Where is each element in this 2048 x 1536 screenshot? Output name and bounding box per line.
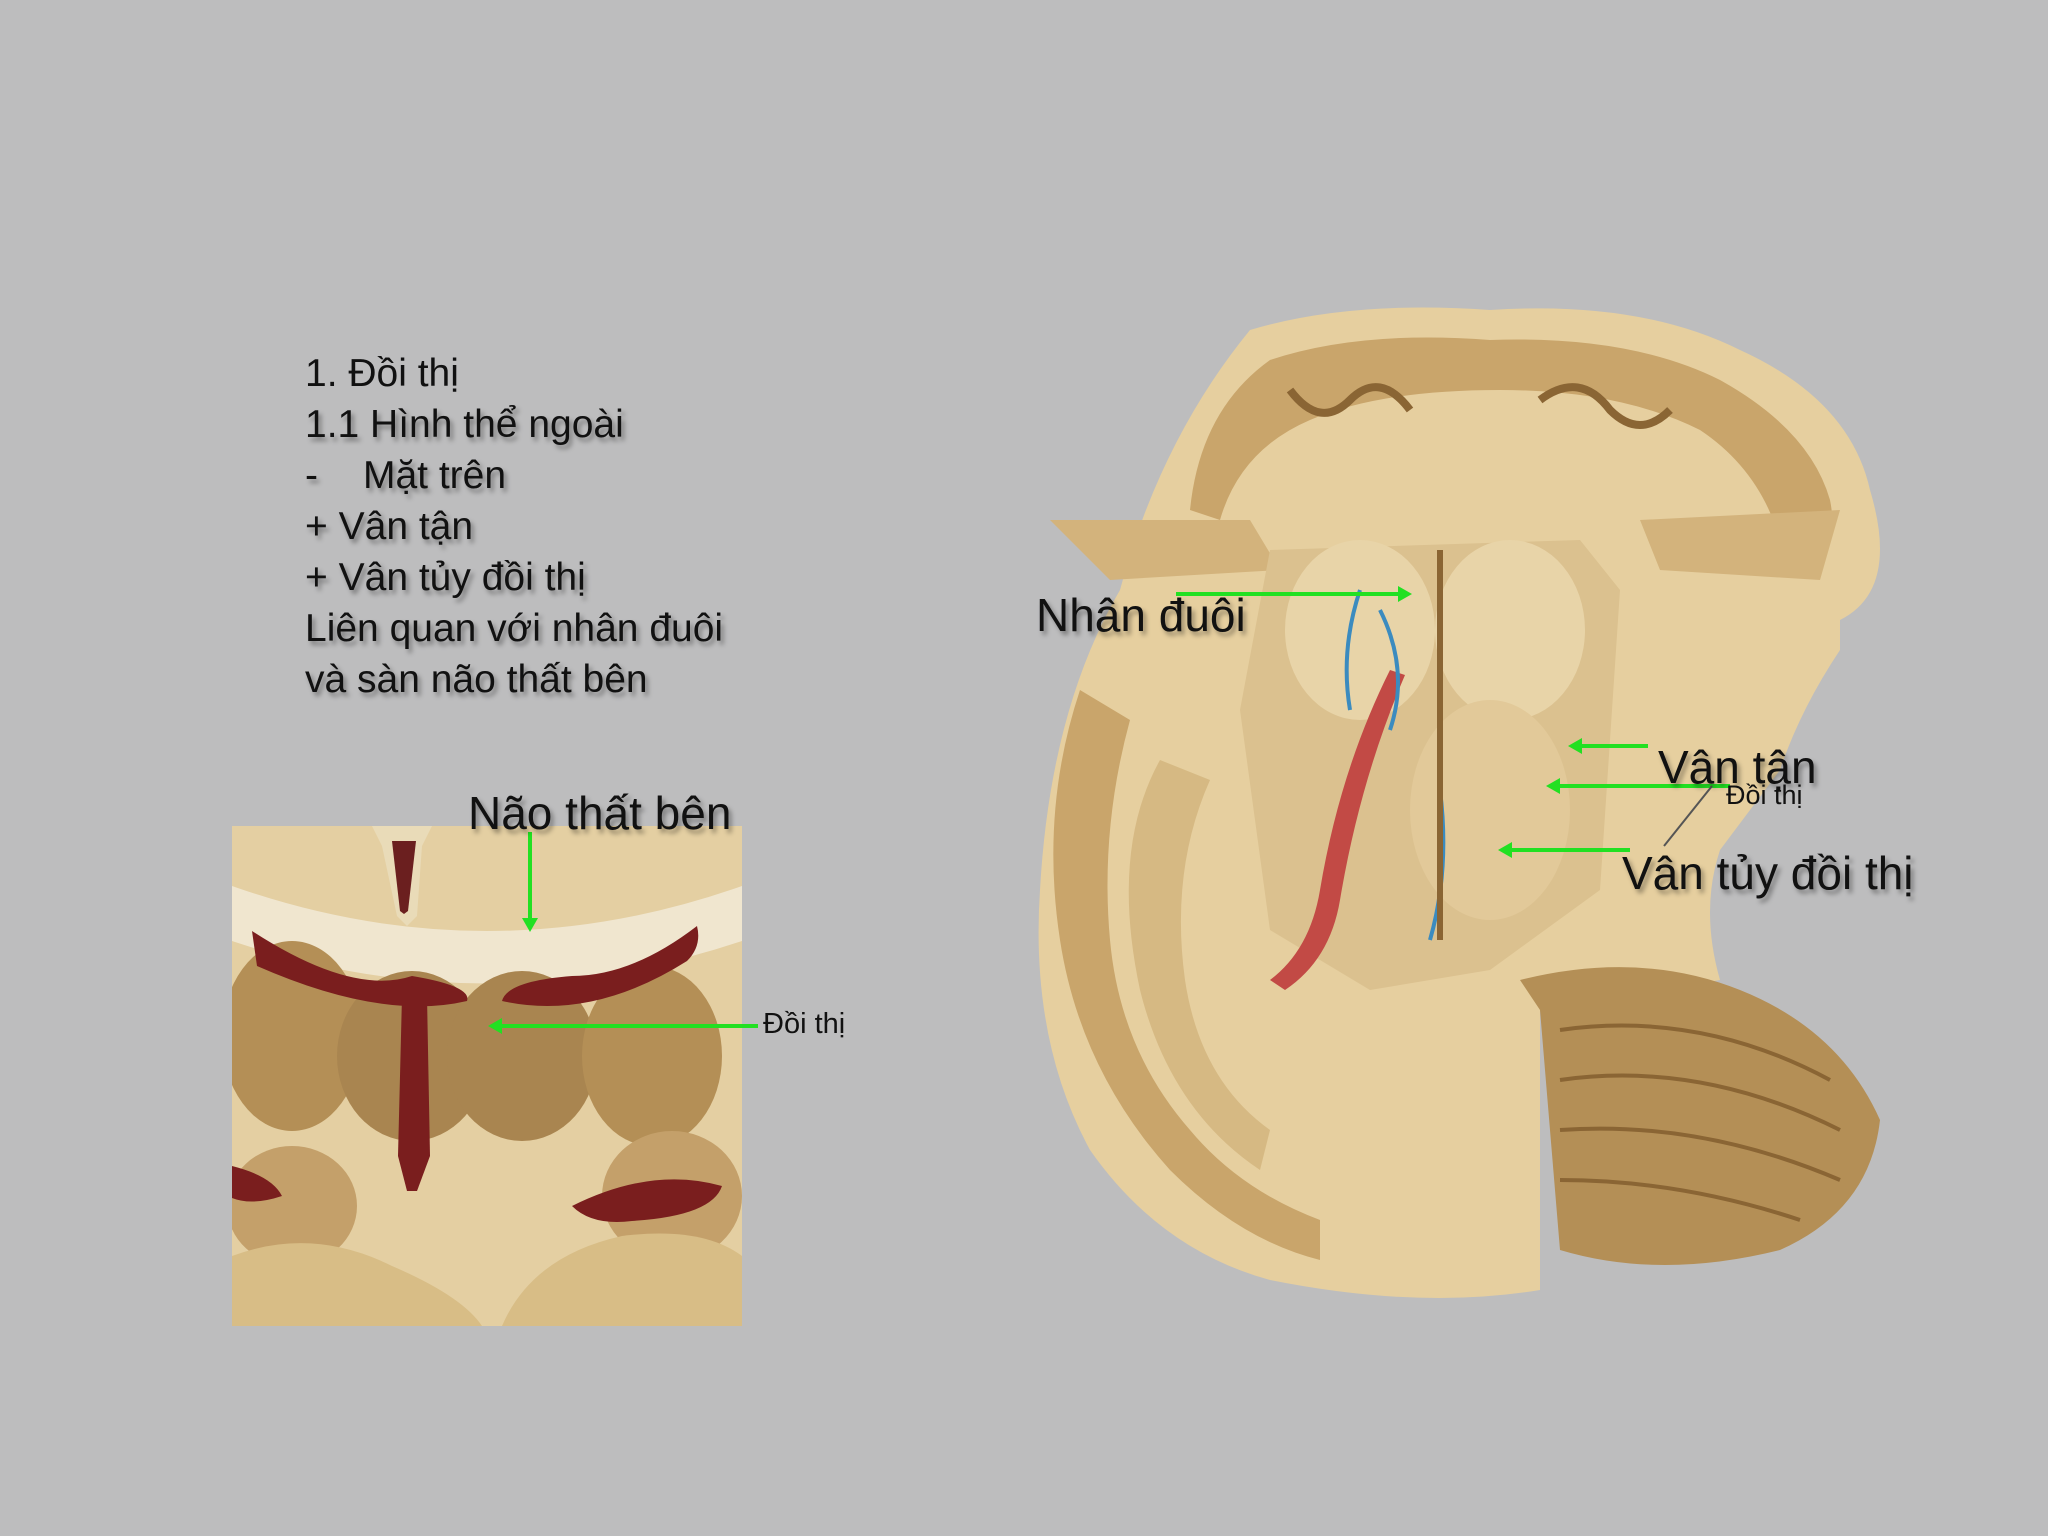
bullet-text: Mặt trên (363, 454, 507, 497)
note-line-2: và sàn não thất bên (305, 658, 648, 701)
slide-subheading: 1.1 Hình thể ngoài (305, 403, 624, 446)
bullet-line: - Mặt trên (305, 450, 723, 501)
left-figure-arrows (488, 832, 758, 1034)
label-lateral-ventricle: Não thất bên (468, 787, 732, 839)
right-figure-arrows (1176, 586, 1730, 858)
item-stria-medullaris: + Vân tủy đồi thị (305, 556, 586, 599)
label-thalamus-left: Đồi thị (763, 1008, 846, 1040)
label-caudate-nucleus: Nhân đuôi (1036, 589, 1246, 641)
note-line-1: Liên quan với nhân đuôi (305, 607, 724, 650)
label-stria-medullaris: Vân tủy đồi thị (1622, 847, 1914, 899)
slide-text-block: 1. Đồi thị 1.1 Hình thể ngoài -Mặt trên … (305, 348, 723, 705)
bullet-dash: - (305, 454, 318, 497)
label-thalamus-right: Đồi thị (1726, 780, 1803, 810)
coronal-section-illustration (232, 826, 742, 1326)
item-stria-terminalis: + Vân tận (305, 505, 474, 548)
label-stria-terminalis: Vân tận (1658, 741, 1817, 793)
slide-heading: 1. Đồi thị (305, 352, 459, 395)
dissected-brain-illustration (1038, 307, 1880, 1298)
